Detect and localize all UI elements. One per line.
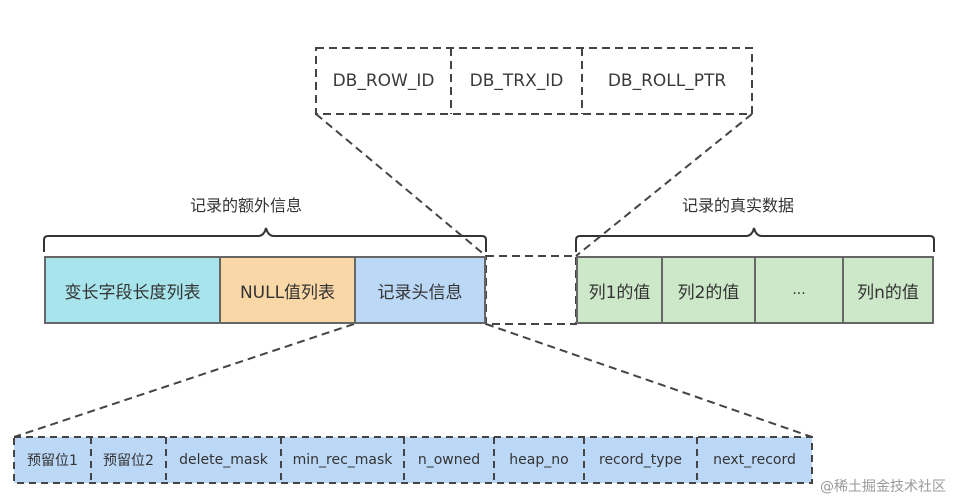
variable-length-list-field: 变长字段长度列表 xyxy=(44,256,221,324)
heap-no-field: heap_no xyxy=(494,437,584,483)
watermark: @稀土掘金技术社区 xyxy=(820,479,946,495)
real-data-label: 记录的真实数据 xyxy=(682,196,795,215)
expand-line-right xyxy=(575,113,753,257)
db-trx-id-field: DB_TRX_ID xyxy=(469,71,564,91)
header-expand-right xyxy=(485,323,813,438)
transaction-fields-box xyxy=(315,47,753,115)
delete-mask-field: delete_mask xyxy=(166,437,281,483)
n-owned-field: n_owned xyxy=(404,437,494,483)
expand-line-left xyxy=(315,113,487,257)
extra-info-label: 记录的额外信息 xyxy=(190,196,303,215)
extra-info-brace xyxy=(43,227,487,252)
column-n-value-field: 列n的值 xyxy=(844,256,934,324)
record-header-field: 记录头信息 xyxy=(354,256,486,324)
next-record-field: next_record xyxy=(697,437,812,483)
db-row-id-field: DB_ROW_ID xyxy=(332,71,435,91)
column-1-value-field: 列1的值 xyxy=(576,256,663,324)
real-data-brace xyxy=(575,227,935,252)
min-rec-mask-field: min_rec_mask xyxy=(281,437,404,483)
column-ellipsis-field: ... xyxy=(754,256,844,324)
null-list-field: NULL值列表 xyxy=(221,256,354,324)
record-type-field: record_type xyxy=(584,437,697,483)
db-roll-ptr-field: DB_ROLL_PTR xyxy=(607,71,727,91)
reserved-bit-1-field: 预留位1 xyxy=(14,437,91,483)
reserved-bit-2-field: 预留位2 xyxy=(91,437,166,483)
column-2-value-field: 列2的值 xyxy=(663,256,754,324)
header-expand-left xyxy=(13,323,355,438)
hidden-columns-slot xyxy=(485,255,577,325)
